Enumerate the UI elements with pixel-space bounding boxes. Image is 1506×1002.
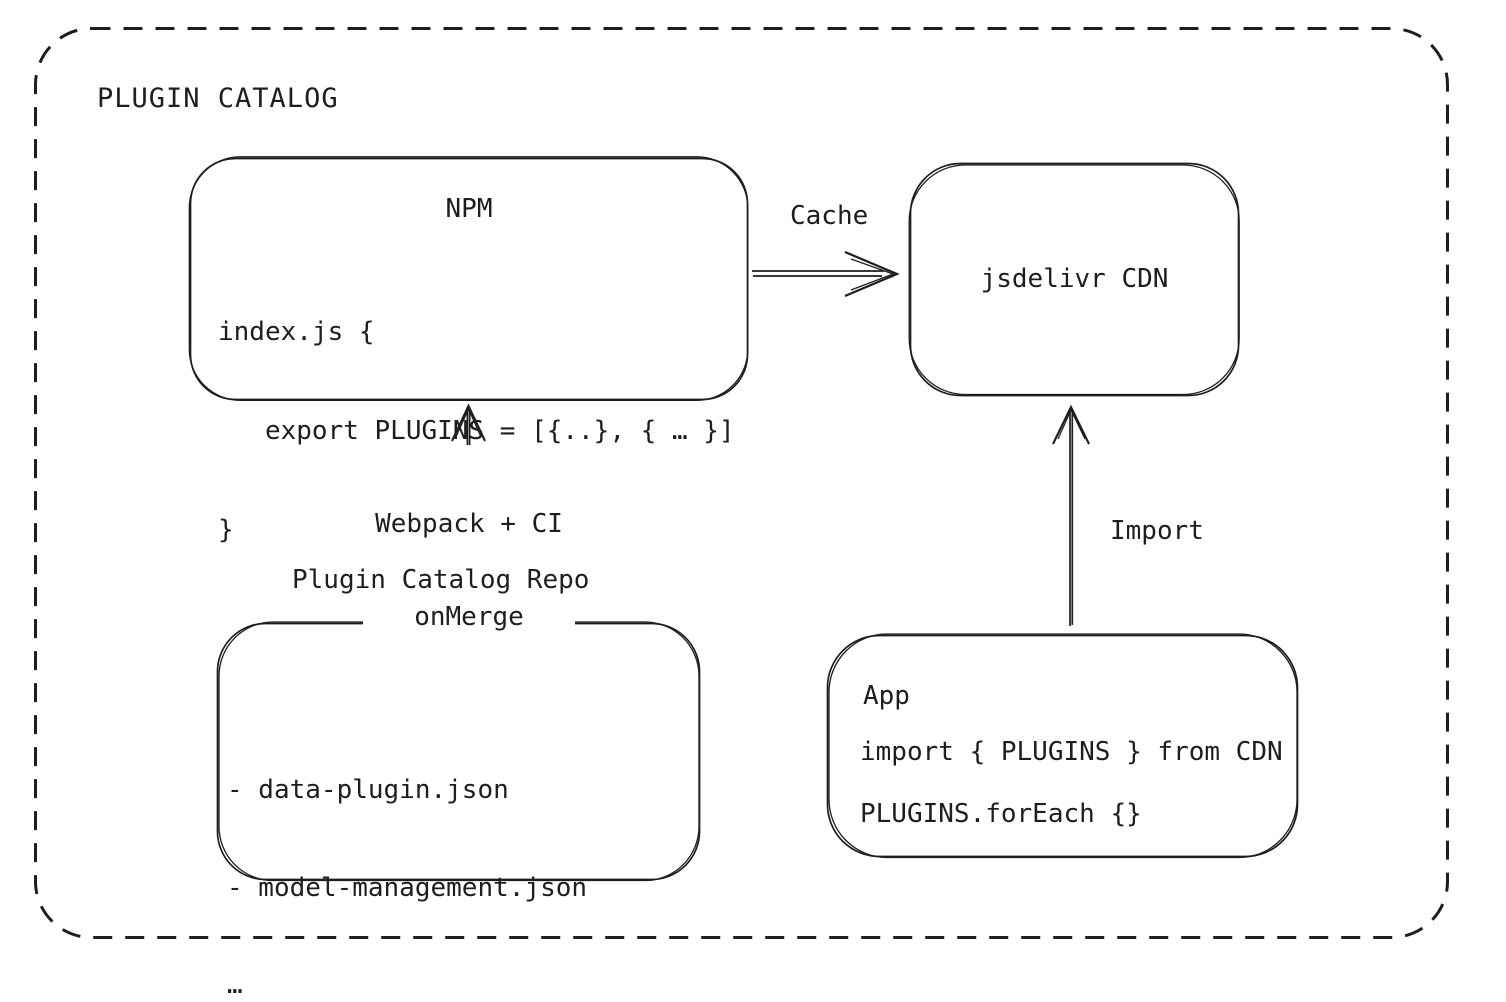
cdn-box-label: jsdelivr CDN	[910, 163, 1239, 396]
build-edge-label-line2: onMerge	[414, 602, 524, 632]
app-box-title: App	[863, 681, 910, 711]
app-code-line: PLUGINS.forEach {}	[860, 799, 1142, 829]
app-box	[826, 633, 1299, 859]
import-arrow	[1052, 404, 1090, 626]
npm-code-line: export PLUGINS = [{..}, { … }]	[218, 416, 735, 446]
npm-code-line: index.js {	[218, 317, 375, 347]
repo-file-item: - data-plugin.json	[227, 775, 509, 805]
app-code-line: import { PLUGINS } from CDN	[860, 737, 1283, 767]
npm-code-line: }	[218, 515, 234, 545]
build-edge-label-line1: Webpack + CI	[375, 509, 563, 539]
repo-file-item: …	[227, 970, 243, 1000]
cache-arrow	[752, 250, 900, 298]
cdn-box-label-text: jsdelivr CDN	[980, 264, 1169, 294]
repo-box-title: Plugin Catalog Repo	[288, 565, 594, 596]
npm-code-block: index.js { export PLUGINS = [{..}, { … }…	[218, 250, 735, 613]
import-edge-label: Import	[1110, 516, 1204, 546]
npm-box-title: NPM	[445, 194, 493, 224]
plugin-catalog-frame	[34, 27, 1449, 939]
npm-box	[188, 156, 749, 401]
cache-edge-label: Cache	[790, 201, 869, 231]
frame-title: PLUGIN CATALOG	[97, 83, 339, 114]
cdn-box	[908, 162, 1240, 397]
repo-file-list: - data-plugin.json - model-management.js…	[227, 709, 587, 1002]
repo-file-item: - model-management.json	[227, 872, 588, 903]
